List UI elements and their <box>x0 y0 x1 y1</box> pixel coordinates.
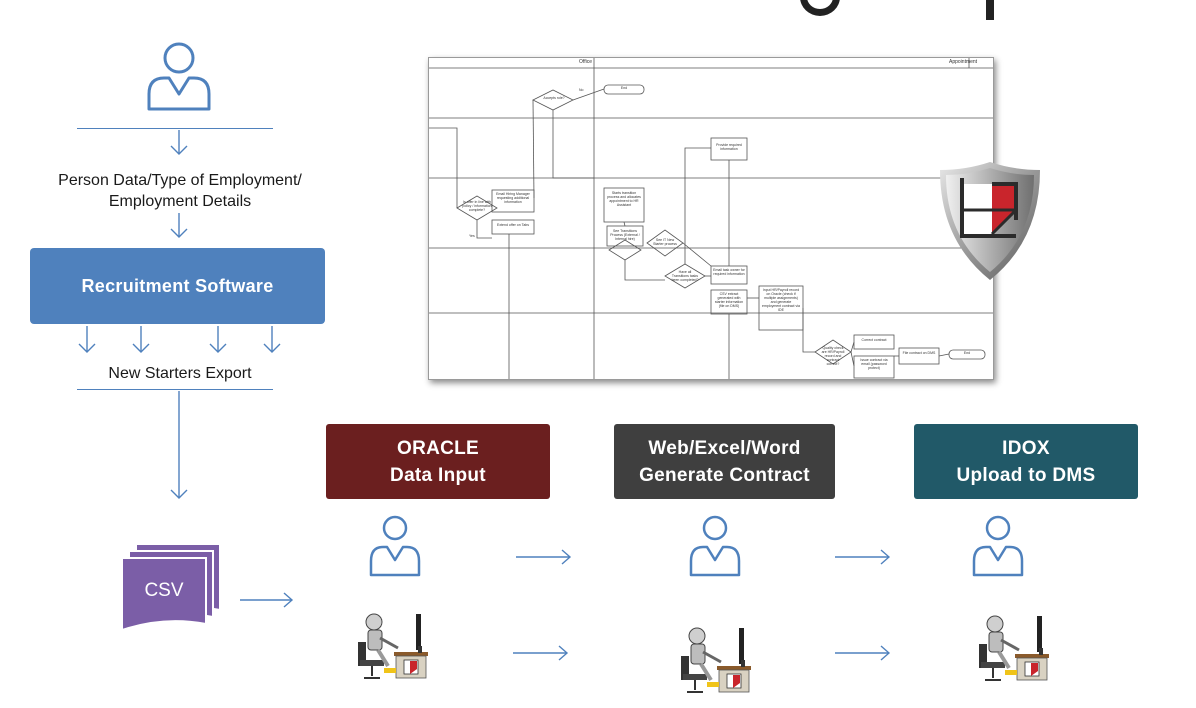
csv-label: CSV <box>144 580 184 601</box>
new-starters-export-label: New Starters Export <box>108 365 252 382</box>
arrow-down-icon <box>170 391 188 499</box>
diagram-label-yes: Yes <box>469 234 475 238</box>
arrow-down-icon <box>170 130 188 155</box>
box-line2: Data Input <box>390 464 486 486</box>
arrow-right-icon <box>835 645 891 661</box>
cropped-title-fragment <box>800 0 1010 22</box>
arrow-right-icon <box>513 645 569 661</box>
diagram-label-no: No <box>579 88 584 92</box>
arrow-down-icon <box>78 326 96 353</box>
divider-bottom <box>77 389 273 390</box>
diagram-node: Issue contract via email (password prote… <box>860 358 888 370</box>
recruitment-software-label: Recruitment Software <box>81 275 274 296</box>
arrow-down-icon <box>170 213 188 238</box>
arrow-right-icon <box>516 549 572 565</box>
diagram-node: Is offer in line with policy / informati… <box>462 200 492 212</box>
oracle-data-input-box[interactable]: ORACLE Data Input <box>326 424 550 499</box>
diagram-header-right: Appointment <box>949 59 978 65</box>
diagram-header-left: Office <box>579 59 592 65</box>
diagram-node: CSV extract generated with starter infor… <box>714 292 744 308</box>
person-icon <box>972 515 1024 577</box>
diagram-node: See Transitions Process (External / Inte… <box>610 229 640 241</box>
box-line2: Generate Contract <box>639 464 810 486</box>
person-data-label-line1: Person Data/Type of Employment/ <box>58 172 302 189</box>
diagram-node: Quality check are HR/Payroll record and … <box>821 346 845 366</box>
csv-stack-icon <box>121 543 221 632</box>
box-line1: IDOX <box>1002 437 1050 459</box>
person-data-label: Person Data/Type of Employment/ Employme… <box>30 170 330 212</box>
person-icon <box>369 515 421 577</box>
diagram-node: Provide required information <box>716 143 742 151</box>
diagram-node: Extend offer on Tabs <box>497 223 529 227</box>
arrow-down-icon <box>209 326 227 353</box>
diagram-node: Email Hiring Manager requesting addition… <box>496 192 530 204</box>
robot-workstation-icon <box>358 613 428 679</box>
box-line2: Upload to DMS <box>956 464 1096 486</box>
diagram-node: See IT New Starter process <box>653 238 677 246</box>
diagram-node: Correct contract <box>861 338 887 342</box>
box-line1: ORACLE <box>396 437 480 459</box>
arrow-down-icon <box>263 326 281 353</box>
process-flow-svg <box>429 58 993 379</box>
generate-contract-box[interactable]: Web/Excel/Word Generate Contract <box>614 424 835 499</box>
person-data-label-line2: Employment Details <box>108 193 252 210</box>
diagram-node: End <box>620 86 628 90</box>
diagram-node: Accepts role? <box>543 96 565 100</box>
person-icon <box>689 515 741 577</box>
divider-top <box>77 128 273 129</box>
process-flow-diagram: Office Appointment Accepts role? End Pro… <box>428 57 994 380</box>
arrow-right-icon <box>835 549 891 565</box>
diagram-node: Have all Transitions tasks been complete… <box>671 270 699 282</box>
person-icon <box>147 42 211 111</box>
arrow-right-icon <box>240 592 294 608</box>
recruitment-software-box[interactable]: Recruitment Software <box>30 248 325 324</box>
box-line1: Web/Excel/Word <box>648 437 801 459</box>
diagram-node: Starts transition process and allocates … <box>607 191 641 207</box>
robot-workstation-icon <box>681 627 751 693</box>
robot-workstation-icon <box>979 615 1049 681</box>
shield-logo-icon <box>940 162 1040 280</box>
diagram-node: End <box>963 351 971 355</box>
diagram-node: Input HR/Payroll record on Oracle (check… <box>762 288 800 312</box>
diagram-node: File contract on DMS <box>902 351 936 355</box>
diagram-node: Email task owner for required informatio… <box>713 268 745 276</box>
arrow-down-icon <box>132 326 150 353</box>
upload-to-dms-box[interactable]: IDOX Upload to DMS <box>914 424 1138 499</box>
